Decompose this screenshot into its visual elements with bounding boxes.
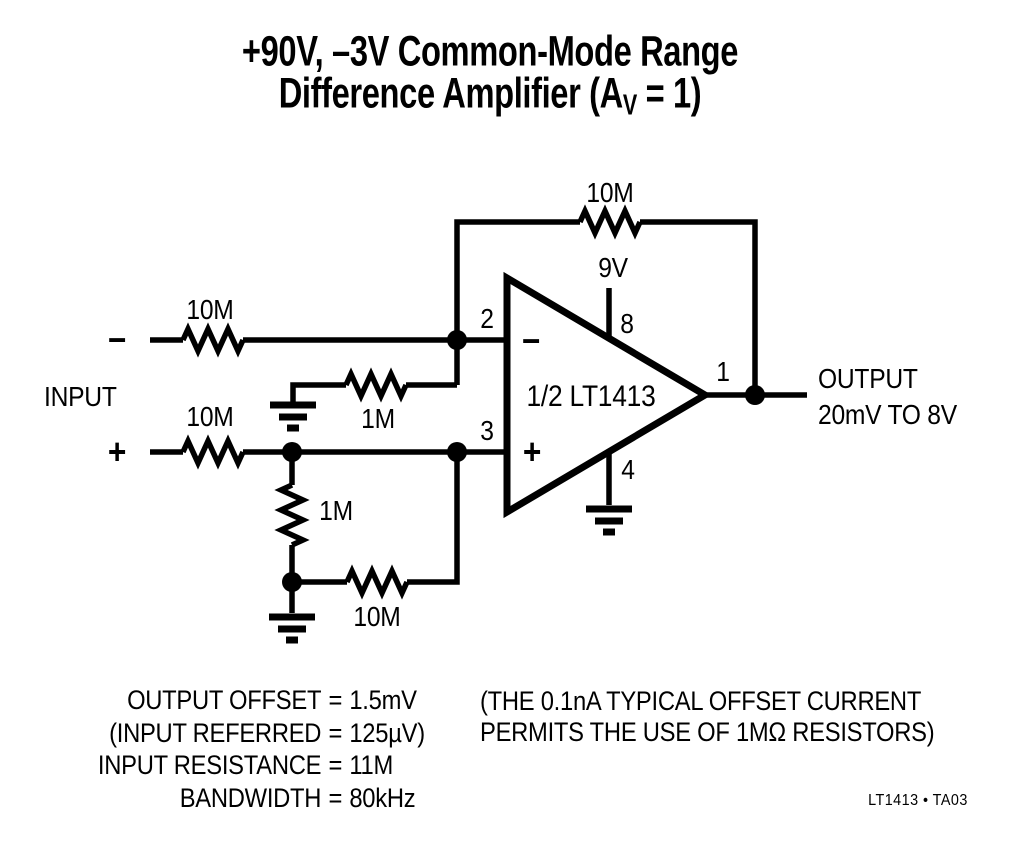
resistor-label-1m-horizontal: 1M — [361, 403, 395, 434]
resistor-label-feedback: 10M — [586, 177, 634, 208]
opamp-body — [503, 271, 712, 519]
page-title-line1: +90V, –3V Common-Mode Range — [241, 27, 739, 76]
spec-equals: = — [328, 685, 343, 715]
wire-1m-to-ground — [290, 382, 457, 402]
note-line2: PERMITS THE USE OF 1MΩ RESISTORS) — [480, 717, 935, 747]
resistor-input-plus — [180, 434, 246, 470]
input-label: INPUT — [44, 381, 117, 412]
spec-equals: = — [328, 782, 343, 813]
output-label: OUTPUT — [818, 363, 918, 394]
specs-block: OUTPUT OFFSET = 1.5mV (INPUT REFERRED = … — [88, 684, 425, 814]
resistor-1m-vertical — [274, 482, 310, 548]
junction-dot-inverting — [447, 330, 467, 350]
spec-label: INPUT RESISTANCE — [97, 750, 322, 780]
resistor-label-1m-vertical: 1M — [319, 495, 353, 526]
ground-icon-1m — [270, 401, 316, 432]
pin-8-label: 8 — [620, 308, 634, 339]
output-range-label: 20mV TO 8V — [818, 399, 957, 430]
spec-value: 1.5mV — [349, 685, 417, 715]
resistor-label-input-plus: 10M — [186, 401, 234, 432]
supply-voltage-label: 9V — [598, 252, 628, 283]
junction-dot-plus-left — [282, 442, 302, 462]
page-title-line2: Difference Amplifier (AV = 1) — [278, 69, 702, 122]
ground-icon-pin4 — [586, 505, 632, 536]
spec-value: 125µV) — [349, 717, 425, 748]
note-line1: (THE 0.1nA TYPICAL OFFSET CURRENT — [480, 686, 922, 716]
junction-dot-bottom — [282, 572, 302, 592]
junction-dot-output — [745, 385, 765, 405]
resistor-1m-horizontal — [343, 367, 409, 403]
spec-equals: = — [328, 717, 343, 748]
wire-bottom-loop — [292, 452, 460, 585]
spec-label: BANDWIDTH — [179, 782, 322, 813]
pin-2-label: 2 — [480, 303, 494, 334]
spec-value: 80kHz — [349, 782, 416, 813]
resistor-label-input-minus: 10M — [186, 294, 234, 325]
pin-3-label: 3 — [480, 415, 494, 446]
spec-label: (INPUT REFERRED — [109, 717, 322, 748]
input-plus-sign: + — [107, 431, 127, 472]
note-block: (THE 0.1nA TYPICAL OFFSET CURRENT PERMIT… — [480, 686, 935, 748]
input-minus-sign: − — [107, 319, 127, 360]
spec-equals: = — [328, 750, 343, 780]
figure-code: LT1413 • TA03 — [868, 792, 968, 809]
resistor-input-minus — [180, 322, 246, 358]
opamp-label: 1/2 LT1413 — [526, 380, 656, 413]
opamp-noninverting-sign: + — [522, 431, 542, 472]
resistor-10m-bottom — [344, 564, 410, 600]
resistor-label-10m-bottom: 10M — [353, 601, 401, 632]
spec-value: 11M — [349, 750, 394, 780]
pin-1-label: 1 — [716, 356, 730, 387]
ground-icon-divider — [269, 613, 315, 644]
pin-4-label: 4 — [621, 454, 635, 485]
junction-dot-plus-right — [447, 442, 467, 462]
spec-label: OUTPUT OFFSET — [127, 685, 322, 715]
opamp-inverting-sign: − — [521, 320, 541, 361]
subscript-v: V — [622, 89, 637, 122]
resistor-feedback — [577, 204, 643, 240]
